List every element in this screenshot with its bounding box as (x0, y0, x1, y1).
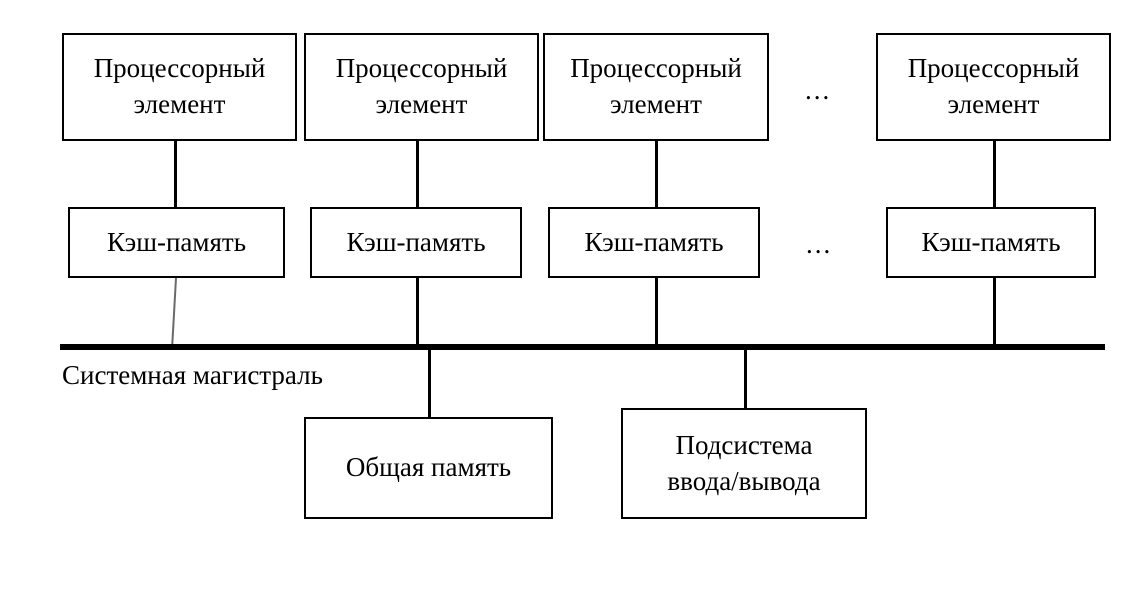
connector-pe3-to-cache3 (655, 141, 658, 209)
connector-cache2-to-bus (416, 278, 419, 348)
connector-cache4-to-bus (993, 278, 996, 348)
system-bus-label: Системная магистраль (62, 360, 323, 390)
processor-row-ellipsis: ... (805, 75, 832, 105)
cache-memory-label-2: Кэш-память (346, 226, 486, 257)
processor-element-label-3: Процессорный элемент (570, 53, 742, 119)
cache-memory-box-2[interactable]: Кэш-память (310, 207, 522, 278)
shared-memory-box[interactable]: Общая память (304, 417, 553, 519)
io-subsystem-box[interactable]: Подсистема ввода/вывода (621, 408, 867, 519)
connector-cache3-to-bus (655, 278, 658, 348)
processor-element-label-2: Процессорный элемент (335, 53, 508, 119)
shared-memory-label: Общая память (345, 452, 512, 483)
connector-pe1-to-cache1 (174, 141, 177, 209)
cache-memory-box-1[interactable]: Кэш-память (68, 207, 285, 278)
connector-pe2-to-cache2 (416, 141, 419, 209)
cache-memory-label-4: Кэш-память (921, 226, 1061, 257)
processor-element-box-3[interactable]: Процессорный элемент (543, 33, 769, 141)
connector-bus-to-io-subsystem (744, 347, 747, 409)
cache-memory-box-4[interactable]: Кэш-память (886, 207, 1096, 278)
connector-bus-to-shared-memory (428, 347, 431, 419)
processor-element-box-4[interactable]: Процессорный элемент (876, 33, 1111, 141)
processor-element-box-1[interactable]: Процессорный элемент (62, 33, 297, 141)
processor-element-box-2[interactable]: Процессорный элемент (304, 33, 539, 141)
processor-element-label-1: Процессорный элемент (93, 53, 266, 119)
cache-memory-box-3[interactable]: Кэш-память (548, 207, 760, 278)
cache-memory-label-1: Кэш-память (106, 226, 247, 257)
connector-pe4-to-cache4 (993, 141, 996, 209)
io-subsystem-label: Подсистема ввода/вывода (667, 429, 821, 496)
system-bus-line (60, 344, 1105, 350)
cache-row-ellipsis: ... (806, 229, 833, 259)
cache-memory-label-3: Кэш-память (584, 226, 724, 257)
connector-cache1-to-bus (171, 277, 179, 349)
processor-element-label-4: Процессорный элемент (907, 53, 1080, 119)
